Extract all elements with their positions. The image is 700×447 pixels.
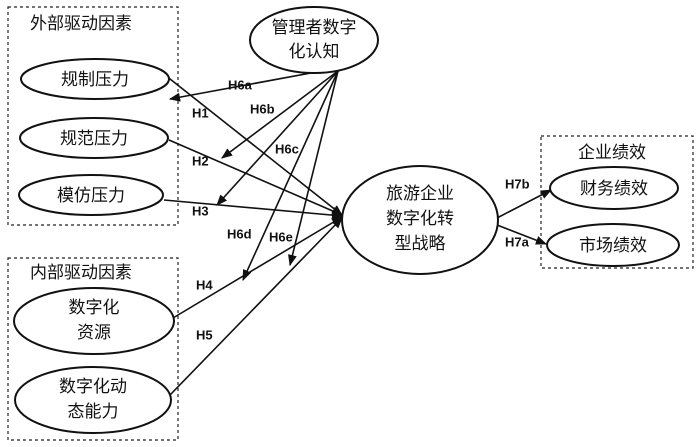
node-mimetic-pressure: 模仿压力 bbox=[18, 174, 164, 216]
svg-text:旅游企业: 旅游企业 bbox=[386, 184, 454, 204]
edges bbox=[163, 67, 552, 396]
svg-text:规范压力: 规范压力 bbox=[60, 129, 128, 149]
label-h6a: H6a bbox=[228, 77, 253, 92]
edge-h7a bbox=[496, 224, 548, 245]
edge-h6b bbox=[221, 70, 339, 159]
svg-text:资源: 资源 bbox=[77, 323, 111, 343]
svg-text:市场绩效: 市场绩效 bbox=[579, 236, 647, 256]
node-market-performance: 市场绩效 bbox=[546, 223, 680, 267]
svg-text:态能力: 态能力 bbox=[68, 402, 119, 422]
label-h6d: H6d bbox=[227, 226, 252, 241]
edge-h4 bbox=[172, 216, 343, 319]
node-financial-performance: 财务绩效 bbox=[549, 166, 679, 210]
label-h7a: H7a bbox=[505, 234, 530, 249]
edge-h6e bbox=[288, 70, 339, 267]
internal-drivers-label: 内部驱动因素 bbox=[30, 263, 132, 283]
edge-h1 bbox=[164, 74, 343, 216]
external-drivers-box bbox=[7, 6, 179, 226]
internal-drivers-box bbox=[7, 257, 179, 441]
label-h6b: H6b bbox=[250, 101, 275, 116]
node-normative-pressure: 规范压力 bbox=[19, 117, 169, 159]
label-h6e: H6e bbox=[269, 229, 293, 244]
svg-text:模仿压力: 模仿压力 bbox=[57, 186, 125, 206]
svg-text:数字化转: 数字化转 bbox=[386, 209, 454, 229]
edge-h7b bbox=[496, 189, 552, 219]
edge-h6d bbox=[242, 70, 339, 282]
node-regulatory-pressure: 规制压力 bbox=[20, 58, 170, 100]
label-h4: H4 bbox=[196, 277, 213, 292]
external-drivers-label: 外部驱动因素 bbox=[30, 14, 132, 34]
label-h5: H5 bbox=[196, 327, 213, 342]
node-managerial-cognition: 管理者数字 化认知 bbox=[249, 6, 379, 74]
node-digital-resources: 数字化 资源 bbox=[13, 287, 175, 355]
svg-text:型战略: 型战略 bbox=[395, 234, 446, 254]
edge-h5 bbox=[169, 217, 343, 396]
svg-text:管理者数字: 管理者数字 bbox=[272, 18, 357, 38]
edge-h2 bbox=[168, 139, 344, 216]
label-h3: H3 bbox=[192, 203, 209, 218]
performance-label: 企业绩效 bbox=[578, 143, 646, 163]
node-transformation-strategy: 旅游企业 数字化转 型战略 bbox=[341, 165, 499, 275]
performance-box bbox=[540, 135, 694, 269]
edge-h3 bbox=[163, 199, 344, 220]
svg-text:化认知: 化认知 bbox=[289, 42, 340, 62]
label-h1: H1 bbox=[192, 105, 209, 120]
svg-text:规制压力: 规制压力 bbox=[61, 70, 129, 90]
svg-text:数字化: 数字化 bbox=[69, 298, 120, 318]
label-h6c: H6c bbox=[275, 141, 299, 156]
label-h2: H2 bbox=[192, 153, 209, 168]
svg-text:财务绩效: 财务绩效 bbox=[580, 179, 648, 199]
svg-text:数字化动: 数字化动 bbox=[59, 377, 127, 397]
node-digital-dynamic-capability: 数字化动 态能力 bbox=[14, 366, 172, 434]
label-h7b: H7b bbox=[505, 176, 530, 191]
edge-h6c bbox=[216, 70, 339, 206]
